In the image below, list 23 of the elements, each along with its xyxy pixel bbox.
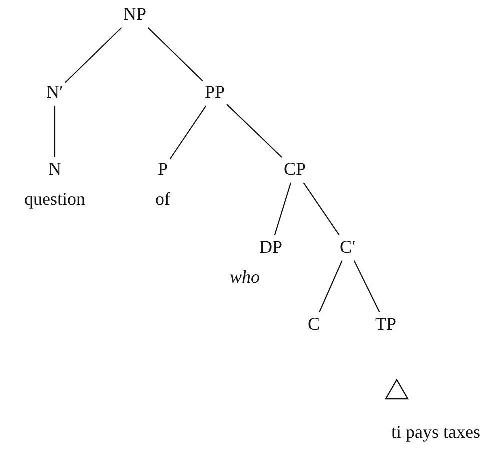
tree-branch-line <box>148 28 204 82</box>
tree-node-label: N <box>46 157 64 183</box>
tree-node-label: DP <box>258 235 284 261</box>
tree-node-label: ti pays taxes <box>390 420 482 446</box>
tree-node-label: TP <box>374 312 398 338</box>
word-label: of <box>156 190 170 210</box>
tree-branch-line <box>65 28 122 84</box>
tree-node-label: C′ <box>338 235 358 261</box>
tree-branch-line <box>226 104 282 158</box>
word-label: who <box>230 268 260 288</box>
tree-node-label: NP <box>122 2 148 28</box>
tree-node-label: P <box>156 157 170 183</box>
word-label: question <box>24 190 86 210</box>
tree-node-label: C <box>306 312 322 338</box>
tree-branch-line <box>319 260 343 312</box>
tree-branch-line <box>170 106 207 160</box>
tree-branch-line <box>274 182 292 236</box>
tree-branch-line <box>303 182 340 236</box>
tree-node-label: N′ <box>44 80 66 106</box>
tree-branch-line <box>54 106 56 158</box>
tree-node-label: CP <box>282 157 308 183</box>
tree-node-label: PP <box>202 80 228 106</box>
tree-branch-line <box>354 260 380 312</box>
